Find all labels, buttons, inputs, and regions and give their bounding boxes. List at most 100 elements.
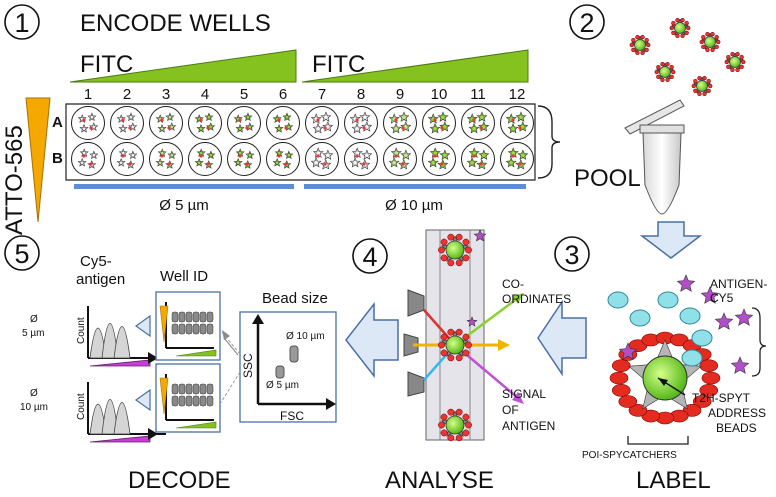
atto-label: ATTO-565: [1, 125, 28, 235]
step-2-circle: [569, 4, 605, 40]
step-2-number: 2: [579, 8, 594, 38]
antigen-bead-icon: [681, 349, 703, 367]
size-label-large: Ø 10 µm: [385, 197, 443, 214]
well: [422, 106, 456, 140]
coord-line1: CO-: [502, 277, 524, 291]
gate-10-label: Ø 10 µm: [286, 331, 325, 342]
pooled-beads: [629, 17, 746, 97]
cy5-star-icon: [618, 342, 638, 360]
column-number: 6: [279, 86, 287, 103]
well: [71, 106, 105, 140]
count-label: Count: [76, 317, 87, 344]
step-1-circle: [4, 4, 40, 40]
well: [188, 106, 222, 140]
well: [461, 142, 495, 176]
arrow-left-1: [537, 299, 587, 377]
well: [305, 142, 339, 176]
well: [266, 106, 300, 140]
bead-size-title: Bead size: [262, 290, 328, 307]
pooled-bead-icon: [699, 31, 721, 53]
fitc-label-right: FITC: [312, 51, 365, 78]
step-2-title: POOL: [574, 165, 641, 192]
well: [461, 106, 495, 140]
well: [110, 106, 144, 140]
arrow-left-2: [345, 301, 399, 379]
poi-label: POI-SPYCATCHERS: [582, 450, 677, 461]
t2h-line3: BEADS: [716, 421, 757, 435]
plate-outline: [65, 103, 536, 181]
t2h-line1: T2H-SPYT: [692, 391, 751, 405]
row-label-b: B: [52, 150, 63, 167]
pooled-bead-icon: [629, 34, 651, 56]
step-1-title: ENCODE WELLS: [80, 10, 271, 37]
antigen-label: ANTIGEN-: [710, 277, 767, 291]
d5-line2: 5 µm: [22, 328, 44, 339]
well: [227, 106, 261, 140]
row-label-a: A: [52, 114, 63, 131]
cy5-histogram: Count: [76, 382, 166, 443]
step-3-title: LABEL: [636, 467, 711, 494]
arrow-small-1: [134, 314, 151, 338]
fitc-label-left: FITC: [80, 51, 133, 78]
cy5-star-icon: [730, 356, 750, 374]
wells: [71, 106, 534, 176]
arrow-down: [639, 221, 703, 259]
pool-brace: [537, 105, 561, 179]
gate-10um: [289, 345, 299, 363]
pooled-bead-icon: [654, 61, 676, 83]
antigen-brace: [751, 307, 767, 377]
flow-bead-icon: [438, 233, 472, 267]
well: [149, 142, 183, 176]
step-5-circle: [4, 235, 40, 271]
arrow-small-2: [134, 388, 151, 412]
column-number: 3: [162, 86, 170, 103]
gate-5-label: Ø 5 µm: [266, 380, 299, 391]
column-number: 5: [240, 86, 248, 103]
atto-gradient: [25, 97, 51, 223]
column-number: 12: [509, 86, 526, 103]
well: [188, 142, 222, 176]
labeled-bead: [607, 274, 754, 425]
size-label-small: Ø 5 µm: [159, 197, 208, 214]
flow-bead-icon: [438, 408, 472, 442]
size-bar-large: [304, 184, 526, 189]
step-1-number: 1: [14, 8, 29, 38]
column-number: 7: [318, 86, 326, 103]
fitc-gradient-left: [69, 49, 297, 83]
size-bar-small: [74, 184, 294, 189]
column-number: 2: [123, 86, 131, 103]
step-5-number: 5: [14, 239, 29, 269]
d5-line1: Ø: [30, 314, 38, 325]
signal-line1: SIGNAL: [502, 387, 546, 401]
well: [266, 142, 300, 176]
well: [383, 142, 417, 176]
step-4-circle: [352, 238, 388, 274]
gate-5um: [275, 365, 285, 379]
flow-bead-icon: [438, 328, 472, 362]
analysed-beads: [438, 229, 487, 442]
column-number: 11: [470, 86, 486, 103]
antigen-bead-icon: [657, 291, 679, 309]
detector-3: [407, 371, 425, 397]
bead-pointer-head: [658, 378, 668, 386]
well-id-title: Well ID: [160, 268, 208, 285]
signal-line3: ANTIGEN: [502, 419, 555, 433]
well: [500, 142, 534, 176]
step-3-circle: [554, 236, 590, 272]
count-label: Count: [76, 393, 87, 420]
antigen-bead-icon: [679, 307, 701, 325]
well-id-plot: [155, 291, 221, 361]
column-number: 1: [84, 86, 92, 103]
step-4-number: 4: [362, 242, 377, 272]
cy5-star-icon: [714, 312, 734, 330]
d10-line1: Ø: [30, 388, 38, 399]
fsc-label: FSC: [280, 409, 304, 423]
antigen-bead-icon: [691, 329, 713, 347]
coord-line2: ORDINATES: [502, 292, 571, 306]
step-3-number: 3: [564, 240, 579, 270]
poi-bracket: [627, 436, 689, 445]
pooled-bead-icon: [691, 75, 713, 97]
well: [344, 106, 378, 140]
ssc-label: SSC: [241, 353, 255, 378]
